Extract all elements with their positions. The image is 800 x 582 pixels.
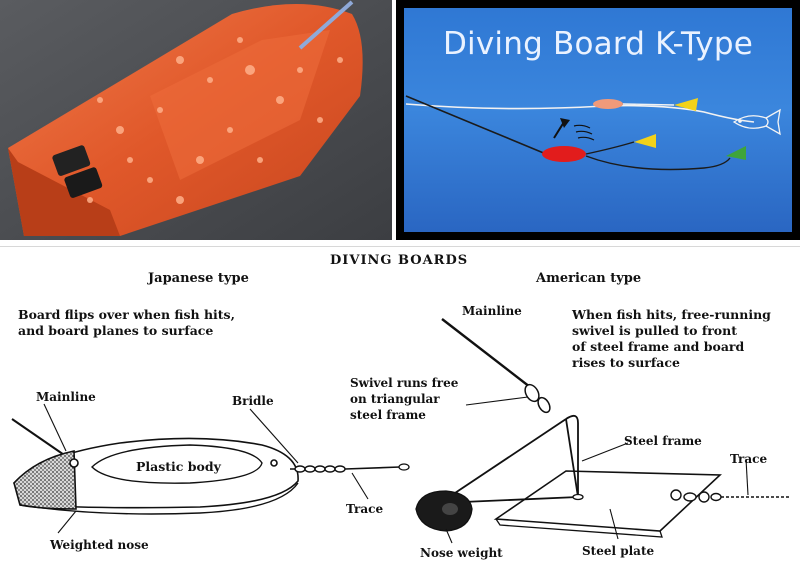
ktype-panel: Diving Board K-Type (396, 0, 800, 240)
us-swivel (524, 383, 551, 414)
us-steel-frame-label: Steel frame (624, 434, 702, 448)
jp-trace (344, 466, 401, 470)
us-swivel-line2: on triangular (350, 392, 440, 406)
jp-swivel-chain (294, 465, 346, 473)
american-desc-line3: of steel frame and board (572, 339, 745, 354)
ktype-mainline (405, 95, 547, 155)
rise-arrow-icon (553, 118, 570, 139)
us-swivel-line1: Swivel runs free (350, 376, 459, 390)
ktype-drawing (405, 95, 781, 171)
ktype-title: Diving Board K-Type (442, 26, 753, 62)
ktype-lure-green (726, 146, 746, 160)
board-side (8, 148, 120, 236)
us-steel-plate (493, 470, 722, 532)
japanese-desc-line2: and board planes to surface (18, 323, 214, 338)
diving-board-photo-drawing (0, 0, 392, 240)
diving-boards-drawing (11, 318, 790, 544)
jp-weighted-nose (13, 450, 77, 510)
us-trace-label: Trace (730, 452, 768, 466)
us-trace-swivel (670, 489, 722, 503)
ktype-lure-yellow-2 (634, 134, 656, 148)
japanese-type-heading: Japanese type (148, 271, 249, 286)
ktype-lure-yellow (674, 98, 698, 111)
us-nose-weight-label: Nose weight (420, 546, 503, 560)
diving-boards-diagram: DIVING BOARDS Japanese type Board flips … (0, 246, 800, 582)
board-wire (298, 0, 354, 50)
ktype-lure-peach (593, 99, 623, 109)
jp-plastic-body-label: Plastic body (136, 459, 221, 474)
board-pad (52, 145, 91, 176)
us-mainline-label: Mainline (462, 304, 522, 318)
american-desc-line1: When fish hits, free-running (572, 307, 771, 322)
diagram-title: DIVING BOARDS (330, 253, 469, 268)
diving-board-photo (0, 0, 392, 240)
us-steel-plate-label: Steel plate (582, 544, 655, 558)
us-mainline (441, 318, 531, 388)
american-type-heading: American type (536, 271, 642, 286)
ktype-board-red (542, 146, 586, 162)
us-nose-weight (415, 490, 473, 532)
japanese-desc-line1: Board flips over when fish hits, (18, 307, 235, 322)
us-swivel-line3: steel frame (350, 408, 426, 422)
water-droplets (87, 37, 343, 204)
ktype-illustration: Diving Board K-Type (404, 8, 792, 232)
fish-icon (732, 108, 781, 136)
jp-bridle-label: Bridle (232, 394, 274, 408)
american-desc-line4: rises to surface (572, 355, 680, 370)
jp-mainline-label: Mainline (36, 390, 96, 404)
jp-trace-label: Trace (346, 502, 384, 516)
board-ridge (150, 30, 330, 180)
american-desc-line2: swivel is pulled to front (572, 323, 737, 338)
jp-mainline (11, 418, 71, 460)
board-pad (64, 167, 103, 198)
ktype-upper-line (405, 103, 755, 123)
jp-weighted-nose-label: Weighted nose (50, 538, 149, 552)
